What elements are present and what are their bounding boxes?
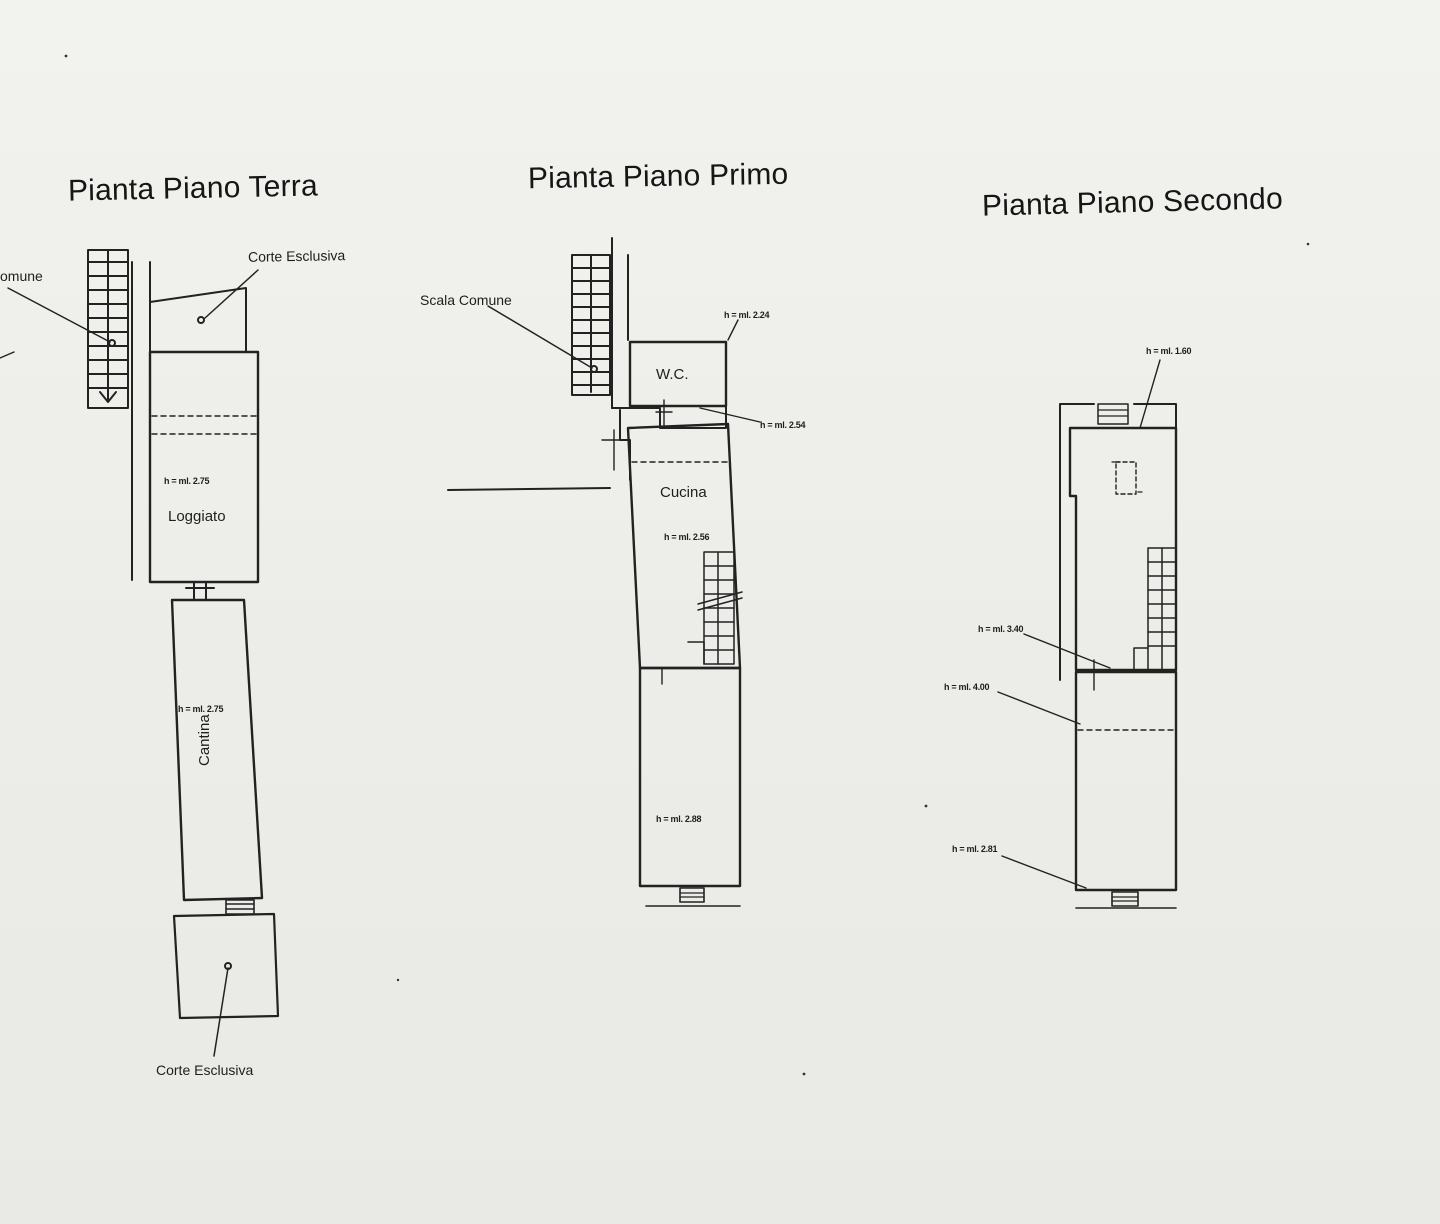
label-height-second-bottom: h = ml. 2.81 [952, 844, 998, 854]
cucina-outline [626, 422, 742, 670]
lower-room-first-outline [638, 666, 742, 888]
plan-ground-floor [0, 249, 280, 1057]
label-height-cucina: h = ml. 2.56 [664, 532, 710, 542]
label-wc: W.C. [656, 366, 689, 383]
label-scala-comune-ground: omune [0, 268, 43, 284]
upper-room-second-outline [1068, 426, 1178, 672]
wc-outline [628, 340, 728, 408]
label-height-second-mid2: h = ml. 4.00 [944, 682, 990, 692]
label-height-wc-bottom: h = ml. 2.54 [760, 420, 806, 430]
label-height-wc-top: h = ml. 2.24 [724, 310, 770, 320]
internal-stair-second [1133, 547, 1177, 671]
common-stair-ground [87, 249, 151, 581]
internal-stair-first [687, 551, 743, 665]
label-scala-comune-first: Scala Comune [420, 292, 512, 308]
title-first-floor: Pianta Piano Primo [527, 157, 789, 196]
loggiato-outline [148, 350, 260, 584]
title-ground-floor: Pianta Piano Terra [67, 169, 319, 208]
label-height-lower-first: h = ml. 2.88 [656, 814, 702, 824]
label-cantina: Cantina [196, 714, 213, 766]
label-corte-esclusiva-bottom: Corte Esclusiva [156, 1062, 254, 1078]
label-height-loggiato: h = ml. 2.75 [164, 476, 210, 486]
label-corte-esclusiva-top: Corte Esclusiva [247, 247, 346, 265]
common-stair-first [571, 237, 629, 409]
cantina-outline [170, 598, 264, 902]
plan-first-floor [447, 237, 761, 907]
scan-specks [64, 54, 1310, 1076]
courtyard-bottom-outline [172, 912, 280, 1020]
plan-second-floor [997, 359, 1178, 909]
label-height-cantina: h = ml. 2.75 [178, 704, 224, 714]
lower-room-second-outline [1074, 670, 1178, 892]
label-cucina: Cucina [660, 484, 707, 501]
label-loggiato: Loggiato [168, 508, 226, 525]
label-height-second-mid1: h = ml. 3.40 [978, 624, 1024, 634]
label-height-second-top: h = ml. 1.60 [1146, 346, 1192, 356]
